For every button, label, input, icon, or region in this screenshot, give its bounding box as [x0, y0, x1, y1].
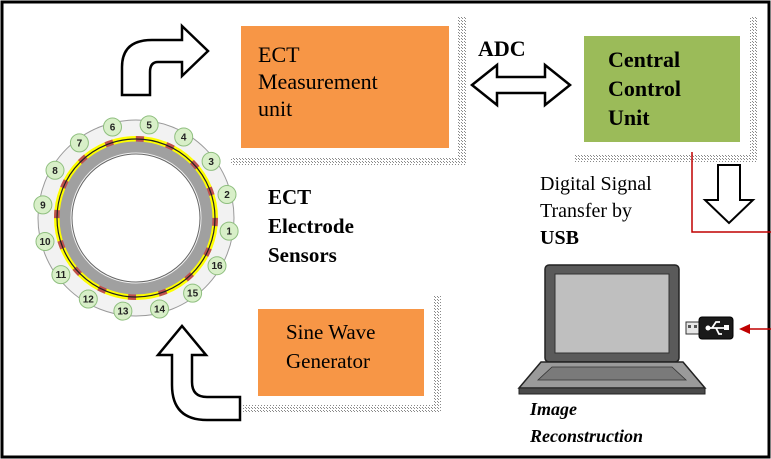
measurement-unit-fill [241, 26, 449, 148]
control-unit-fill [584, 36, 740, 142]
electrode-number: 7 [77, 138, 83, 149]
electrode-number: 10 [39, 237, 51, 248]
usb-label-line3: USB [540, 227, 579, 249]
ring-gray-wall [59, 141, 213, 295]
electrode-number: 13 [117, 307, 129, 318]
electrode-number: 12 [83, 295, 95, 306]
electrode-number: 11 [56, 270, 67, 281]
electrode-badge [217, 185, 237, 204]
measurement-unit-line2: Measurement [258, 69, 378, 94]
electrode-badge [33, 195, 53, 215]
electrode-number: 4 [181, 133, 187, 144]
electrode-badge [103, 117, 122, 137]
adc-double-arrow-icon [469, 62, 573, 108]
electrode-badge [35, 232, 55, 251]
usb-plug-icon [685, 316, 734, 340]
sensor-label-line1: ECT [268, 185, 311, 209]
electrode-number: 6 [110, 123, 116, 134]
measurement-unit-line3: unit [258, 96, 292, 121]
sine-generator-fill [258, 309, 424, 396]
electrode-badge [45, 160, 65, 180]
adc-label: ADC [478, 36, 526, 61]
electrode-number: 3 [208, 157, 214, 168]
usb-label-line2: Transfer by [540, 200, 632, 222]
electrode-badge [201, 151, 221, 171]
electrode-number: 16 [211, 261, 223, 272]
electrode-badge [78, 289, 98, 309]
red-arrow-head-icon [739, 324, 750, 334]
usb-label-line1: Digital Signal [540, 173, 652, 195]
electrode-badge [174, 127, 194, 147]
control-unit-box: Central Control Unit [575, 17, 758, 162]
measurement-unit-line1: ECT [258, 42, 300, 67]
electrode-number: 15 [187, 289, 199, 300]
red-connection-line [691, 152, 771, 233]
electrode-number: 5 [146, 120, 152, 131]
electrode-badge [113, 301, 133, 321]
image-reconstruction-line1: Image [529, 399, 577, 419]
electrode-number: 1 [226, 227, 232, 238]
control-unit-line1: Central [608, 47, 680, 72]
control-unit-line3: Unit [608, 105, 650, 130]
sine-generator-line2: Generator [286, 349, 370, 373]
sine-generator-line1: Sine Wave [286, 320, 376, 344]
electrode-badge [150, 299, 169, 319]
curved-arrow-to-measurement-icon [120, 23, 210, 97]
ring-inner-pipe [71, 153, 201, 283]
sensor-label-line3: Sensors [268, 243, 337, 267]
sensor-label-line2: Electrode [268, 214, 354, 238]
electrode-badge [139, 115, 159, 135]
electrode-badge [69, 133, 89, 153]
electrode-badge [219, 221, 239, 241]
sine-generator-box: Sine Wave Generator [243, 296, 441, 412]
electrode-badge [207, 256, 227, 276]
electrode-badge [51, 265, 71, 285]
electrode-badge [183, 283, 203, 303]
image-reconstruction-line2: Reconstruction [529, 426, 643, 446]
measurement-unit-box: ECT Measurement unit [231, 17, 467, 165]
electrode-number: 2 [224, 190, 230, 201]
electrode-number: 14 [154, 305, 166, 316]
control-unit-line2: Control [608, 76, 681, 101]
curved-arrow-to-electrodes-icon [155, 324, 242, 422]
down-arrow-icon [702, 164, 756, 225]
electrode-number: 9 [40, 200, 46, 211]
ring-outer-line [56, 138, 216, 298]
electrode-number: 8 [52, 166, 58, 177]
laptop-icon [517, 264, 707, 395]
